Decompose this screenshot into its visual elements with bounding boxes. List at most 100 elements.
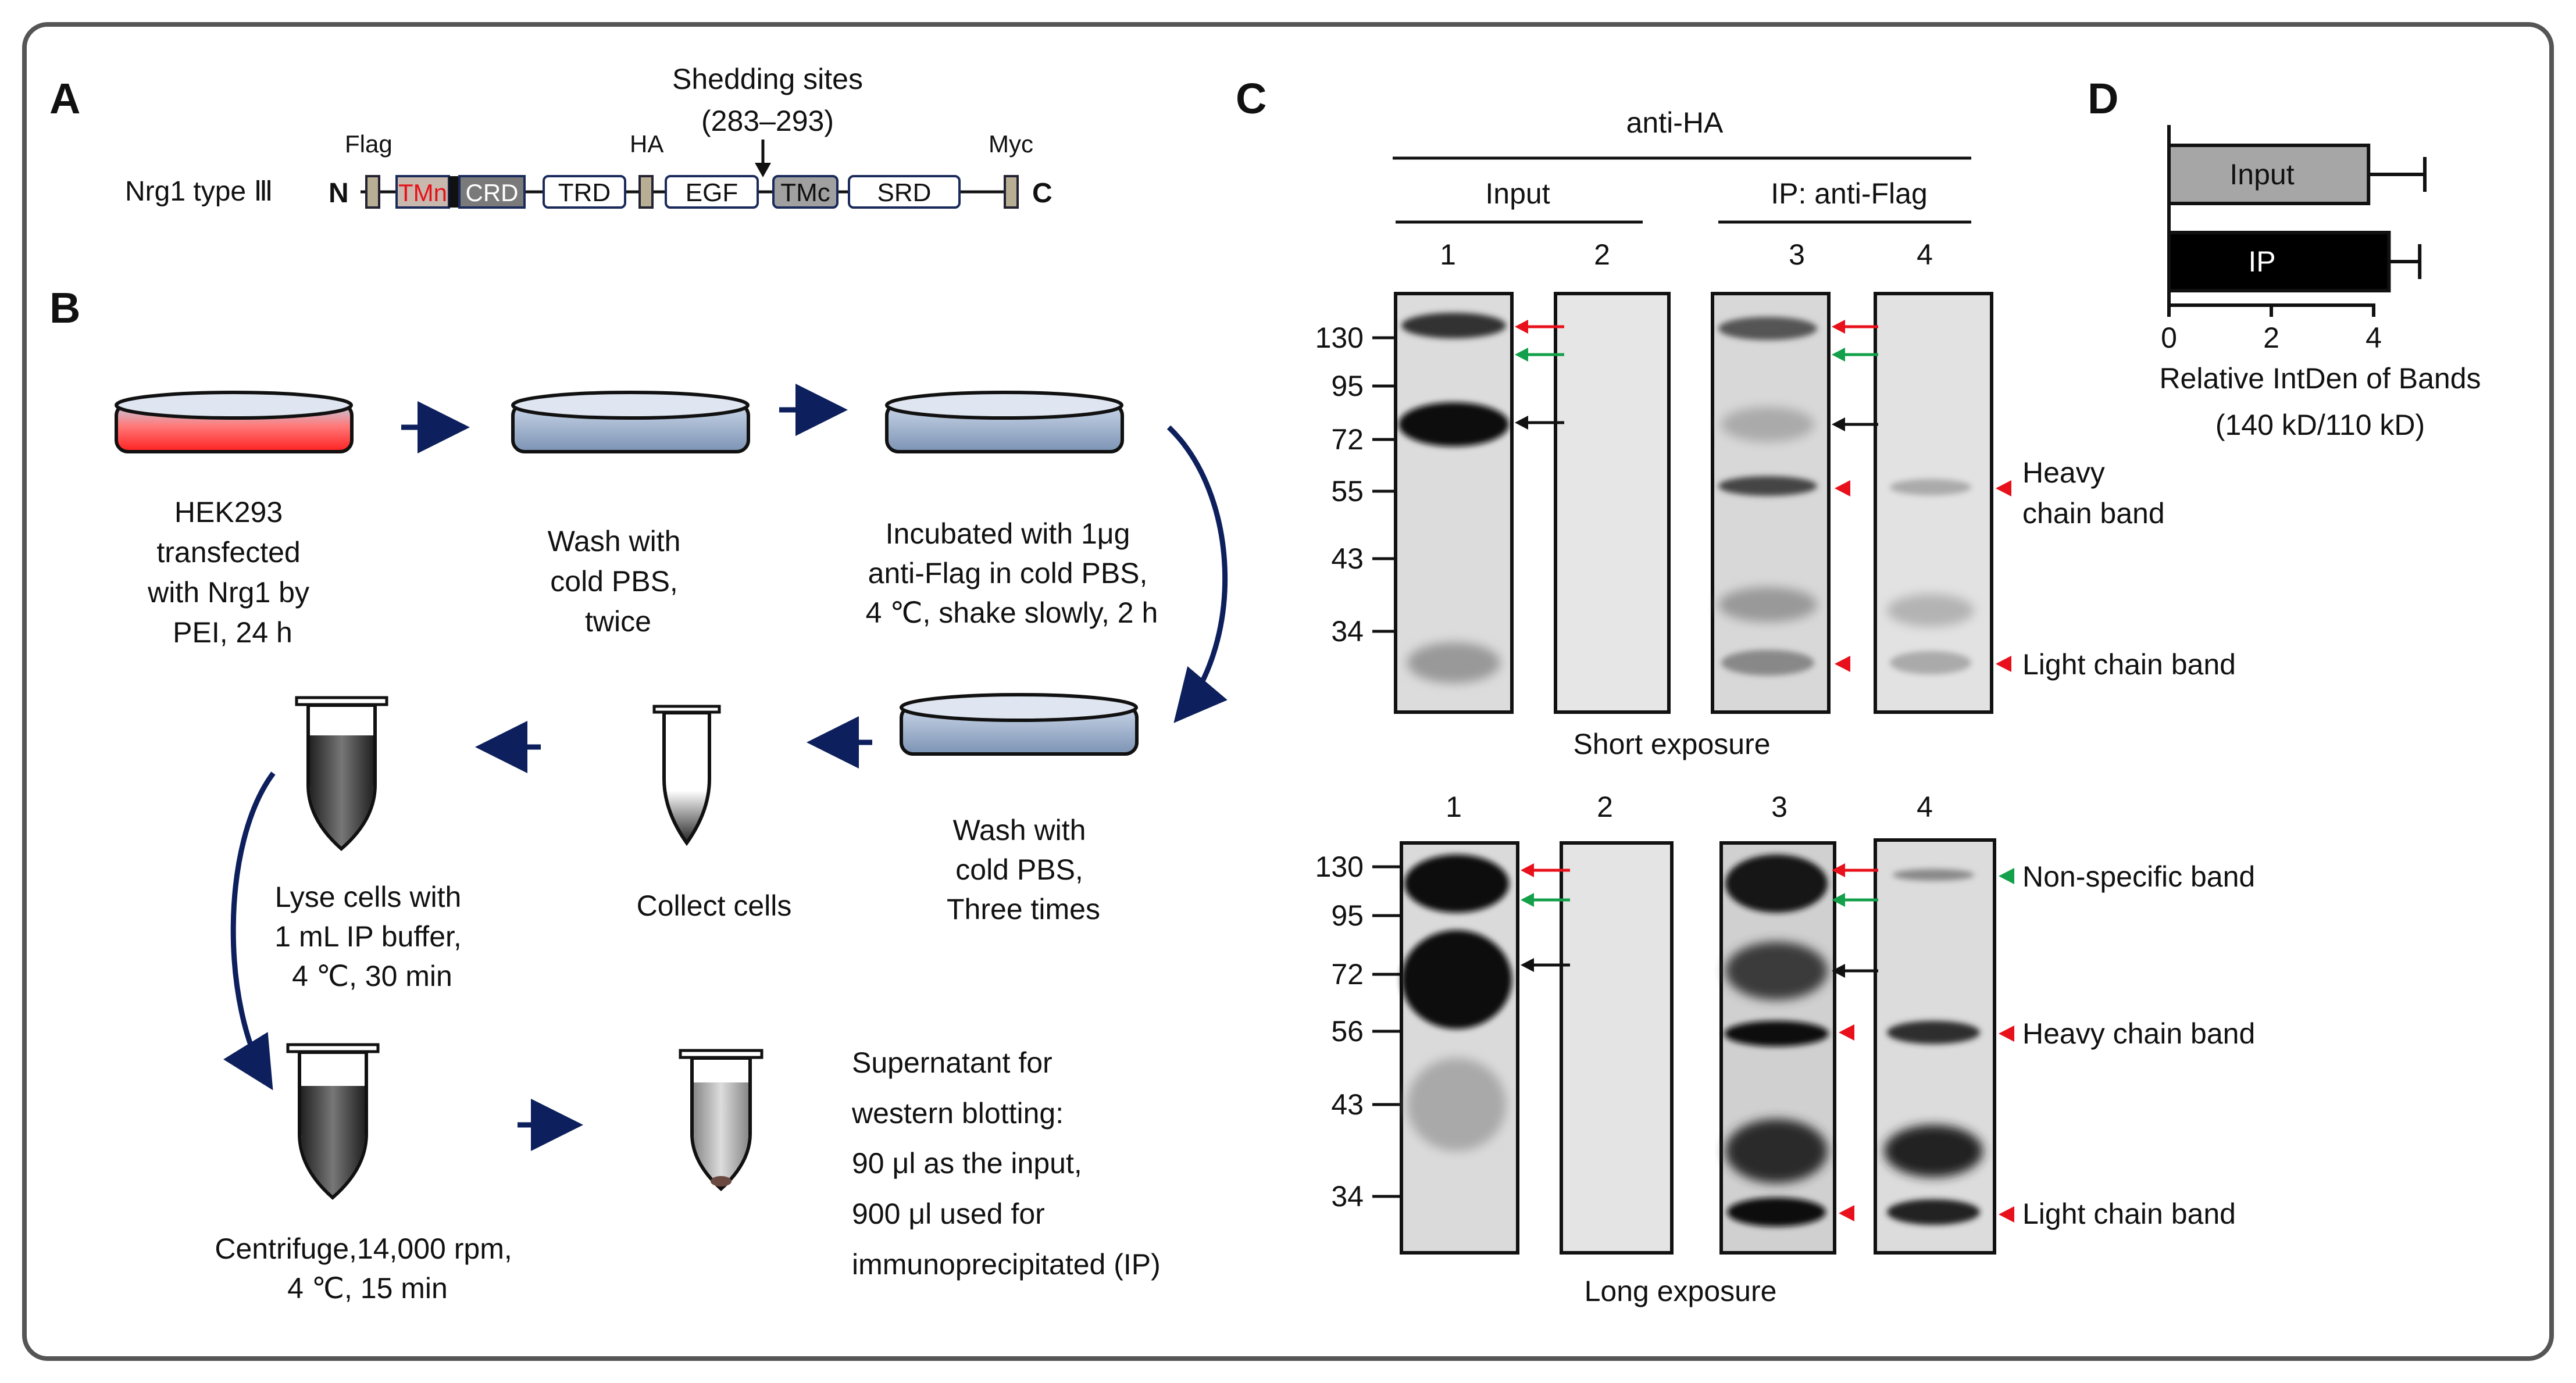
step2-line3: twice bbox=[585, 605, 651, 638]
long-red-triangle-light-lane4 bbox=[1999, 1206, 2014, 1223]
lane-number-1-bottom: 1 bbox=[1446, 791, 1462, 823]
group-label-input: Input bbox=[1485, 177, 1550, 210]
step2-text: Wash with cold PBS, twice bbox=[548, 525, 689, 638]
step1-line3: with Nrg1 by bbox=[147, 576, 309, 609]
step3-line1: Incubated with 1μg bbox=[886, 517, 1130, 550]
panel-a-domain-diagram: Nrg1 type Ⅲ N C Flag HA Myc Shedding sit… bbox=[125, 63, 1052, 209]
short-marker-95: 95 bbox=[1331, 370, 1364, 402]
long-exposure-caption: Long exposure bbox=[1585, 1275, 1777, 1307]
tmn-domain-label: TMn bbox=[398, 179, 447, 206]
step8-text: Supernatant for western blotting: 90 μl … bbox=[851, 1046, 1161, 1281]
shedding-arrow-head bbox=[755, 163, 771, 177]
flow-arrows bbox=[223, 384, 1228, 1151]
short-green-arrow-lane1 bbox=[1515, 348, 1564, 362]
step4-line2: cold PBS, bbox=[955, 853, 1083, 886]
group-label-ip: IP: anti-Flag bbox=[1771, 177, 1928, 210]
shedding-sites-title: Shedding sites bbox=[672, 63, 863, 95]
short-marker-55: 55 bbox=[1331, 475, 1364, 508]
long-marker-56: 56 bbox=[1331, 1015, 1364, 1048]
lane-number-2-top: 2 bbox=[1594, 238, 1610, 271]
step6-text: Lyse cells with 1 mL IP buffer, 4 ℃, 30 … bbox=[274, 881, 469, 992]
short-arrows bbox=[1515, 320, 2011, 672]
bar-label-input: Input bbox=[2229, 158, 2294, 191]
long-red-triangle-heavy-lane4 bbox=[1999, 1025, 2014, 1042]
short-blot-lane-2 bbox=[1554, 292, 1671, 714]
short-red-arrow-lane1 bbox=[1515, 320, 1564, 334]
bar-label-ip: IP bbox=[2248, 245, 2275, 278]
tmc-domain-box bbox=[772, 175, 839, 209]
tmn-dark-band bbox=[449, 176, 459, 208]
flag-tag-box bbox=[365, 175, 380, 209]
step4-line1: Wash with bbox=[953, 814, 1086, 846]
short-black-arrow-lane3 bbox=[1832, 417, 1878, 431]
tmc-domain-label: TMc bbox=[780, 178, 830, 207]
tube-collect-cells bbox=[652, 705, 721, 846]
arrow-3-4 bbox=[1166, 425, 1228, 723]
panel-label-b: B bbox=[49, 284, 80, 332]
panel-label-d: D bbox=[2088, 74, 2118, 123]
step8-line3: 90 μl as the input, bbox=[852, 1147, 1082, 1180]
x-tick-label-0: 0 bbox=[2161, 321, 2177, 354]
long-label-nonspecific: Non-specific band bbox=[2022, 860, 2255, 893]
protein-name: Nrg1 type Ⅲ bbox=[125, 176, 273, 207]
lane-number-2-bottom: 2 bbox=[1597, 791, 1613, 823]
step6-line3: 4 ℃, 30 min bbox=[292, 960, 452, 992]
long-red-arrow-lane1 bbox=[1521, 863, 1570, 877]
step8-line4: 900 μl used for bbox=[852, 1198, 1045, 1230]
short-red-triangle-heavy-lane3 bbox=[1835, 480, 1850, 496]
lane-number-3-bottom: 3 bbox=[1771, 791, 1787, 823]
srd-domain-label: SRD bbox=[877, 178, 932, 207]
long-label-light: Light chain band bbox=[2022, 1198, 2236, 1230]
step8-line5: immunoprecipitated (IP) bbox=[852, 1248, 1161, 1281]
short-blot-lane-1 bbox=[1394, 292, 1514, 714]
short-label-heavy-2: chain band bbox=[2022, 497, 2165, 530]
n-terminus: N bbox=[329, 178, 349, 209]
panel-label-c: C bbox=[1236, 74, 1266, 123]
step8-line1: Supernatant for bbox=[852, 1046, 1052, 1079]
step2-line1: Wash with bbox=[548, 525, 681, 558]
tmn-domain-box bbox=[395, 175, 450, 209]
step2-line2: cold PBS, bbox=[550, 565, 678, 598]
short-red-arrow-lane3 bbox=[1832, 320, 1878, 334]
short-red-triangle-light-lane4 bbox=[1996, 656, 2011, 672]
x-axis-label-line2: (140 kD/110 kD) bbox=[2215, 409, 2425, 441]
crd-domain-label: CRD bbox=[466, 179, 519, 206]
long-green-triangle-nonspecific-lane4 bbox=[1999, 868, 2014, 884]
long-arrows bbox=[1521, 863, 2014, 1223]
tube-lyse bbox=[295, 696, 388, 851]
long-marker-72: 72 bbox=[1331, 958, 1364, 991]
dish-wash-three-times bbox=[900, 693, 1139, 756]
panel-c-western-blot: anti-HA Input IP: anti-Flag 1 2 3 4 130 … bbox=[1315, 106, 2256, 1307]
step1-text: HEK293 transfected with Nrg1 by PEI, 24 … bbox=[147, 496, 317, 649]
c-terminus: C bbox=[1032, 178, 1052, 209]
short-marker-43: 43 bbox=[1331, 542, 1364, 575]
flag-tag-label: Flag bbox=[345, 130, 393, 158]
long-blot-lane-4 bbox=[1874, 838, 1996, 1255]
long-label-heavy: Heavy chain band bbox=[2022, 1017, 2255, 1050]
antibody-label: anti-HA bbox=[1626, 106, 1724, 139]
long-marker-130: 130 bbox=[1315, 850, 1364, 883]
x-tick-label-4: 4 bbox=[2366, 321, 2382, 354]
figure-frame bbox=[22, 22, 2554, 1361]
step5-line1: Collect cells bbox=[637, 889, 792, 922]
bar-input bbox=[2167, 144, 2371, 205]
shedding-sites-range: (283–293) bbox=[701, 105, 834, 137]
short-exposure-caption: Short exposure bbox=[1573, 728, 1770, 760]
x-axis-label: Relative IntDen of Bands bbox=[2159, 362, 2481, 395]
step1-line1: HEK293 bbox=[174, 496, 283, 528]
lane-number-4-bottom: 4 bbox=[1917, 791, 1933, 823]
long-red-arrow-lane3 bbox=[1832, 863, 1878, 877]
panel-b-protocol: HEK293 transfected with Nrg1 by PEI, 24 … bbox=[115, 384, 1228, 1305]
myc-tag-label: Myc bbox=[989, 130, 1033, 158]
step7-text: Centrifuge,14,000 rpm, 4 ℃, 15 min bbox=[215, 1232, 520, 1305]
long-marker-43: 43 bbox=[1331, 1088, 1364, 1121]
egf-domain-label: EGF bbox=[686, 178, 738, 207]
lane-number-3-top: 3 bbox=[1789, 238, 1805, 271]
step7-line2: 4 ℃, 15 min bbox=[287, 1272, 448, 1305]
x-tick-label-2: 2 bbox=[2263, 321, 2279, 354]
step4-text: Wash with cold PBS, Three times bbox=[947, 814, 1100, 925]
panel-label-a: A bbox=[49, 74, 80, 123]
short-black-arrow-lane1 bbox=[1515, 416, 1564, 430]
